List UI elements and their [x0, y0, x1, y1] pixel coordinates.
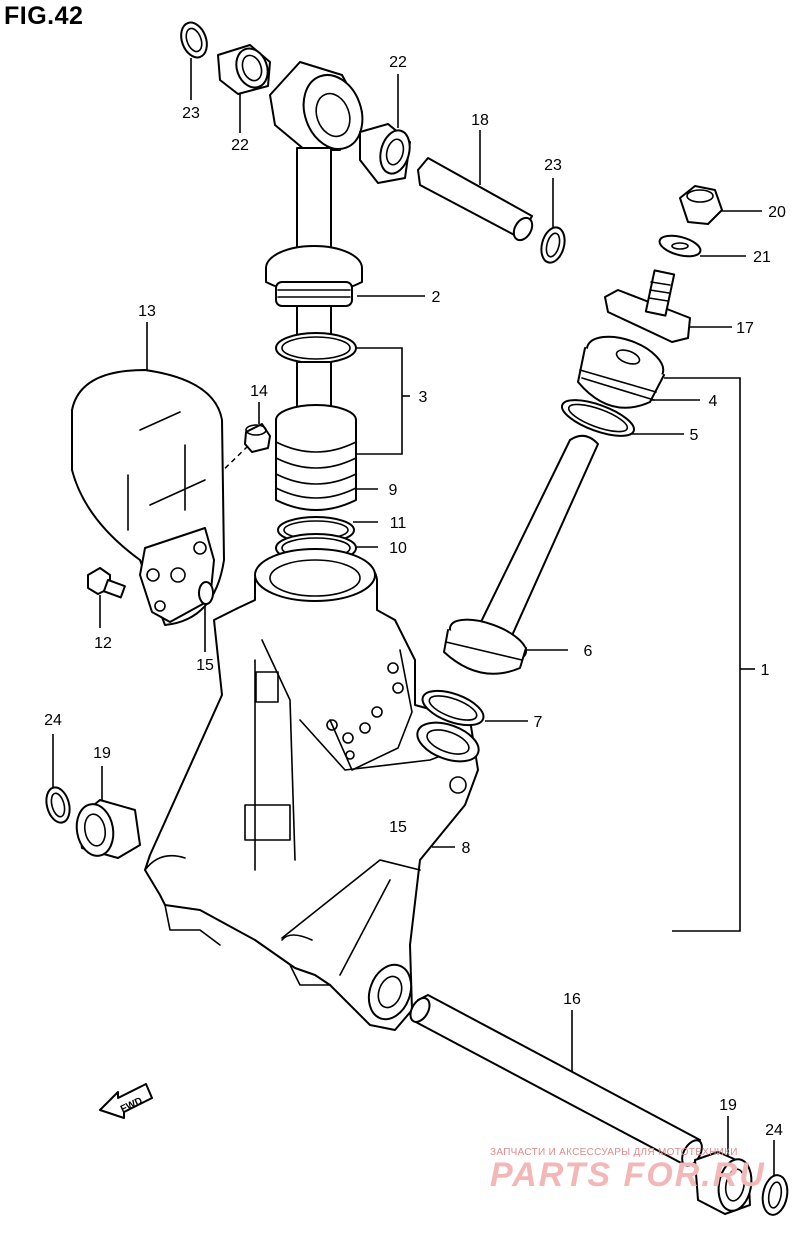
- watermark-logo: PARTS FOR.RU: [490, 1156, 766, 1194]
- callout-18: 18: [471, 112, 489, 129]
- circlip-23-right: [540, 226, 566, 264]
- callout-1: 1: [761, 662, 770, 679]
- callout-7: 7: [534, 714, 543, 731]
- o-ring-5: [561, 399, 635, 437]
- bushing-19-right: [694, 1151, 753, 1215]
- damper-14: [244, 423, 271, 453]
- valve-17: [604, 269, 691, 343]
- pin-18: [417, 157, 534, 242]
- o-ring-15-left: [198, 581, 214, 605]
- fwd-arrow-icon: FWD: [99, 1083, 153, 1119]
- callout-5: 5: [690, 427, 699, 444]
- callout-23: 23: [182, 105, 200, 122]
- watermark: ЗАПЧАСТИ И АКСЕССУАРЫ ДЛЯ МОТОТЕХНИКИ PA…: [490, 1147, 790, 1195]
- o-ring-3: [275, 332, 357, 364]
- tilt-rod-6: [443, 434, 599, 675]
- callout-22: 22: [389, 54, 407, 71]
- shaft-16: [409, 994, 703, 1167]
- callout-19: 19: [93, 745, 111, 762]
- callout-23: 23: [544, 157, 562, 174]
- callout-8: 8: [462, 840, 471, 857]
- callout-13: 13: [138, 303, 156, 320]
- cap-4: [577, 335, 665, 409]
- bushing-19-left: [75, 799, 141, 859]
- callout-9: 9: [389, 482, 398, 499]
- nut-20: [679, 185, 723, 225]
- callout-20: 20: [768, 204, 786, 221]
- callout-22: 22: [231, 137, 249, 154]
- callout-6: 6: [584, 643, 593, 660]
- callout-21: 21: [753, 249, 771, 266]
- circlip-24-left: [45, 786, 71, 824]
- callout-3: 3: [419, 389, 428, 406]
- callout-24: 24: [44, 712, 62, 729]
- callout-4: 4: [709, 393, 718, 410]
- callout-14: 14: [250, 383, 268, 400]
- callout-17: 17: [736, 320, 754, 337]
- washer-21: [658, 234, 702, 258]
- watermark-caption: ЗАПЧАСТИ И АКСЕССУАРЫ ДЛЯ МОТОТЕХНИКИ: [490, 1147, 738, 1158]
- circlip-23-top: [180, 21, 208, 59]
- callout-labels: 23 22 22 18 23 20 21 17 2 3 4 5 13 14 9 …: [44, 54, 786, 1139]
- circlip-24-right: [761, 1174, 789, 1216]
- piston-9: [275, 404, 357, 511]
- callout-15: 15: [196, 657, 214, 674]
- bushing-22-left: [217, 44, 271, 95]
- callout-11: 11: [390, 515, 407, 532]
- callout-15: 15: [389, 819, 407, 836]
- bushing-22-right: [359, 123, 411, 184]
- callout-19: 19: [719, 1097, 737, 1114]
- callout-16: 16: [563, 991, 581, 1008]
- callout-24: 24: [765, 1122, 783, 1139]
- callout-2: 2: [432, 289, 441, 306]
- trim-cylinder-head: [269, 61, 364, 261]
- bolt-12: [87, 567, 126, 599]
- trim-cylinder-body-8: [144, 548, 480, 1031]
- figure-title: FIG.42: [4, 2, 84, 30]
- cover-13: [71, 369, 225, 626]
- callout-12: 12: [94, 635, 112, 652]
- callout-10: 10: [389, 540, 407, 557]
- o-ring-7: [421, 689, 485, 727]
